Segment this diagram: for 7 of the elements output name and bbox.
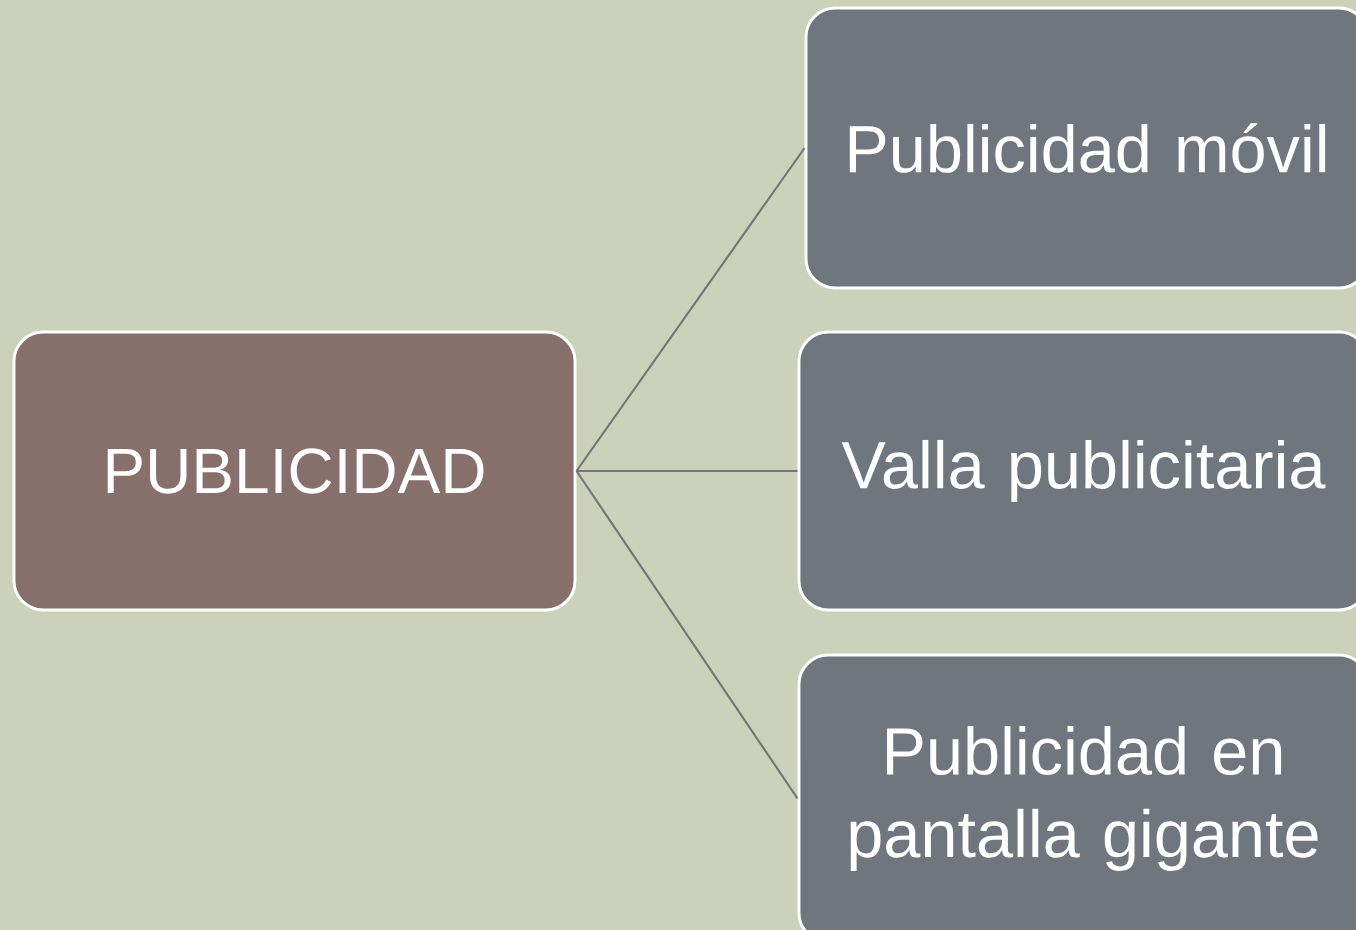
connector-line: [576, 469, 798, 473]
topic-box: PUBLICIDAD: [12, 330, 577, 612]
subtopic-box: Valla publicitaria: [797, 330, 1356, 612]
connector-line: [575, 470, 799, 800]
subtopic-box: Publicidad móvil: [804, 6, 1356, 290]
subtopic-box: Publicidad en pantalla gigante: [797, 653, 1356, 930]
connector-line: [575, 147, 806, 472]
